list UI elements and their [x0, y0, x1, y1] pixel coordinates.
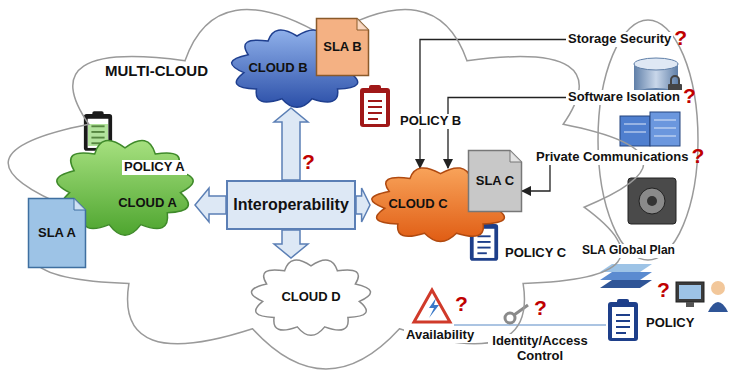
sla-document: SLA A — [28, 198, 86, 268]
block-arrow — [274, 230, 308, 258]
text-label: SLA Global Plan — [580, 244, 677, 258]
block-arrow — [195, 188, 226, 222]
warning-icon — [414, 290, 450, 322]
connector-line — [522, 165, 550, 191]
user-icon — [676, 281, 728, 312]
text-label: Availability — [404, 328, 476, 343]
node-text: Interoperability — [233, 196, 349, 214]
question-mark: ? — [674, 26, 687, 50]
interoperability-box: Interoperability — [226, 180, 356, 230]
sla-document: SLA C — [468, 150, 522, 212]
server-icon — [620, 112, 680, 146]
node-text: Software Isolation — [568, 90, 680, 105]
node-text: MULTI-CLOUD — [105, 62, 208, 79]
question-mark: ? — [302, 150, 315, 174]
question-mark: ? — [534, 296, 547, 320]
question-mark: ? — [657, 278, 670, 302]
safe-icon — [628, 178, 676, 224]
question-mark: ? — [683, 84, 696, 108]
node-text: Private Communications — [536, 150, 688, 165]
cloud-shape: CLOUD D — [250, 258, 372, 336]
node-text: Storage Security — [568, 32, 671, 47]
policy-icon — [360, 85, 390, 127]
node-text: CLOUD A — [118, 196, 177, 211]
group-ellipse — [598, 20, 698, 260]
text-label: POLICY A — [122, 160, 187, 175]
question-mark: ? — [455, 292, 468, 316]
node-text: CLOUD B — [248, 61, 307, 76]
sla-document: SLA B — [316, 18, 369, 76]
link-line — [454, 324, 606, 326]
text-label: Identity/Access Control — [488, 334, 592, 364]
text-label: POLICY B — [398, 114, 463, 129]
node-text: CLOUD C — [388, 197, 447, 212]
node-text: SLA C — [476, 174, 515, 189]
plan-stack-icon — [600, 264, 652, 288]
node-text: CLOUD D — [281, 290, 340, 305]
text-label: POLICY — [644, 316, 696, 331]
block-arrow — [356, 188, 370, 222]
requirement-label: Storage Security — [566, 32, 673, 47]
policy-icon — [608, 299, 638, 341]
node-text: SLA B — [323, 40, 362, 55]
node-text: SLA A — [38, 226, 76, 241]
requirement-label: Private Communications — [534, 150, 690, 165]
requirement-label: Software Isolation — [566, 90, 682, 105]
question-mark: ? — [691, 144, 704, 168]
text-label: POLICY C — [503, 246, 568, 261]
multi-cloud-region: MULTI-CLOUD CLOUD B SLA B CLOUD A SLA A Inter… — [0, 0, 652, 372]
